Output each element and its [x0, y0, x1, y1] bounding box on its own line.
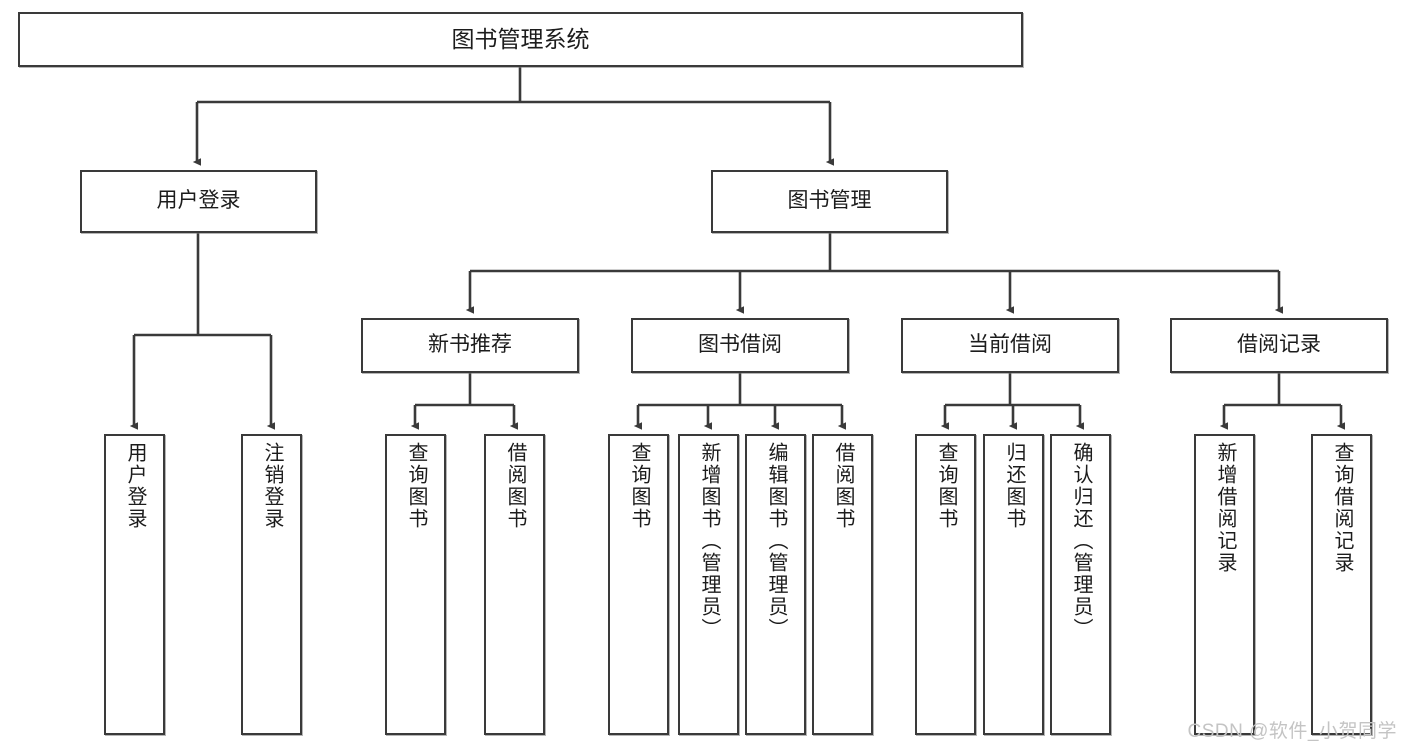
node-current-borrow[interactable]: 当前借阅 [901, 318, 1119, 373]
node-bb-edit-book-label: 编辑图书（管理员） [765, 442, 787, 640]
node-bb-query-book-label: 查询图书 [628, 442, 650, 530]
node-book-borrow[interactable]: 图书借阅 [631, 318, 849, 373]
node-borrow-record-label: 借阅记录 [1237, 333, 1321, 357]
node-user-logout[interactable]: 注销登录 [241, 434, 302, 735]
node-bb-borrow-book-label: 借阅图书 [832, 442, 854, 530]
node-cb-return-book-label: 归还图书 [1003, 442, 1025, 530]
node-nbr-borrow-book-label: 借阅图书 [504, 442, 526, 530]
node-book-borrow-label: 图书借阅 [698, 333, 782, 357]
node-book-manage-label: 图书管理 [787, 189, 872, 213]
node-cb-return-book[interactable]: 归还图书 [983, 434, 1044, 735]
node-cb-query-book-label: 查询图书 [935, 442, 957, 530]
node-root[interactable]: 图书管理系统 [18, 12, 1023, 67]
node-nbr-query-book-label: 查询图书 [405, 442, 427, 530]
node-new-book-recommend[interactable]: 新书推荐 [361, 318, 579, 373]
node-cb-confirm-return-label: 确认归还（管理员） [1070, 442, 1092, 640]
node-br-query-record[interactable]: 查询借阅记录 [1311, 434, 1372, 735]
node-new-book-recommend-label: 新书推荐 [428, 333, 512, 357]
node-user-logout-label: 注销登录 [261, 442, 283, 530]
node-br-query-record-label: 查询借阅记录 [1331, 442, 1353, 574]
node-user-login-do[interactable]: 用户登录 [104, 434, 165, 735]
node-cb-query-book[interactable]: 查询图书 [915, 434, 976, 735]
node-nbr-borrow-book[interactable]: 借阅图书 [484, 434, 545, 735]
node-current-borrow-label: 当前借阅 [968, 333, 1052, 357]
node-user-login-label: 用户登录 [156, 189, 241, 213]
node-br-add-record-label: 新增借阅记录 [1214, 442, 1236, 574]
node-root-label: 图书管理系统 [451, 25, 590, 52]
node-user-login[interactable]: 用户登录 [80, 170, 317, 233]
node-user-login-do-label: 用户登录 [124, 442, 146, 530]
node-book-manage[interactable]: 图书管理 [711, 170, 948, 233]
node-br-add-record[interactable]: 新增借阅记录 [1194, 434, 1255, 735]
node-cb-confirm-return[interactable]: 确认归还（管理员） [1050, 434, 1111, 735]
node-bb-borrow-book[interactable]: 借阅图书 [812, 434, 873, 735]
node-bb-add-book[interactable]: 新增图书（管理员） [678, 434, 739, 735]
watermark: CSDN @软件_小贺同学 [1187, 721, 1397, 742]
node-borrow-record[interactable]: 借阅记录 [1170, 318, 1388, 373]
node-bb-query-book[interactable]: 查询图书 [608, 434, 669, 735]
node-bb-add-book-label: 新增图书（管理员） [698, 442, 720, 640]
node-nbr-query-book[interactable]: 查询图书 [385, 434, 446, 735]
node-bb-edit-book[interactable]: 编辑图书（管理员） [745, 434, 806, 735]
